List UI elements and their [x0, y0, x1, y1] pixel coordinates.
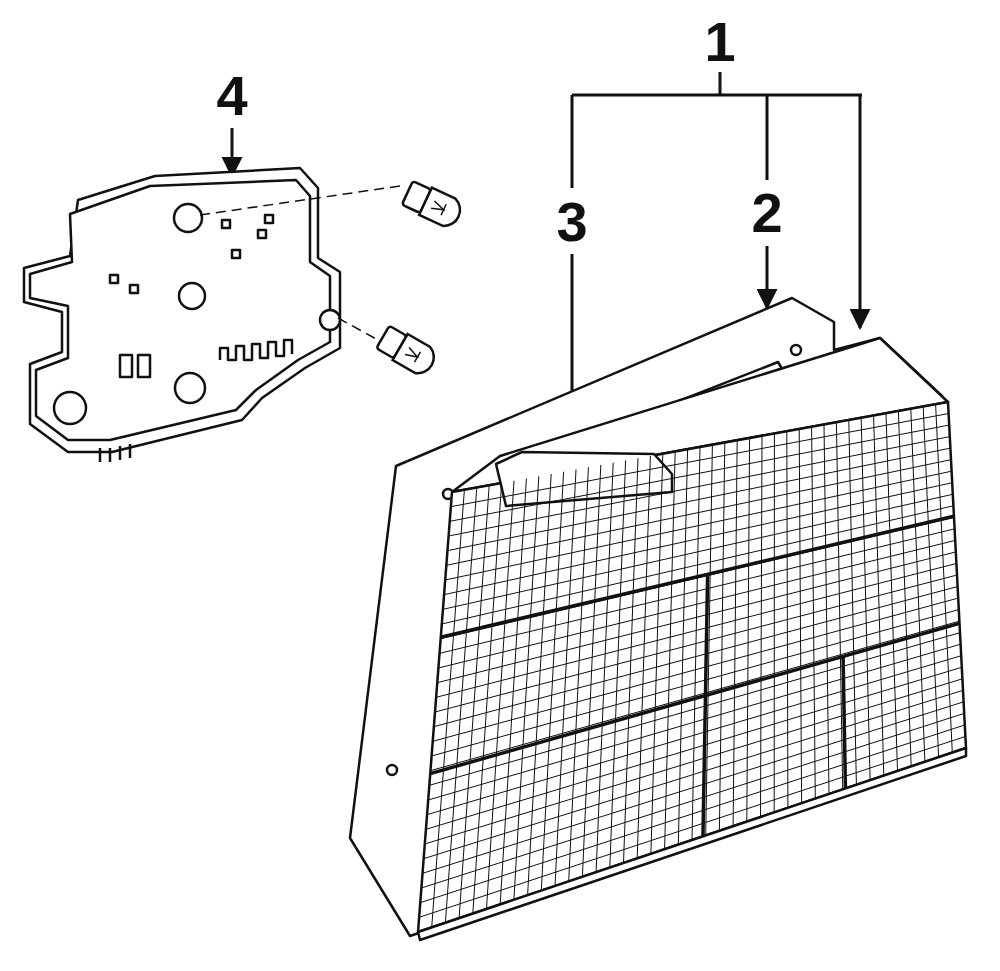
leader-arrow — [859, 95, 862, 328]
grid-line — [429, 633, 960, 786]
grid-line — [438, 540, 955, 668]
lens-bottom-lip — [418, 748, 966, 940]
terminal — [265, 215, 273, 223]
terminal — [120, 355, 132, 377]
bulb-socket — [179, 283, 205, 309]
grid-line — [450, 425, 949, 521]
grid-line — [449, 437, 950, 536]
callout-number: 1 — [704, 14, 735, 70]
grid-line — [441, 516, 954, 637]
lens-grid — [419, 404, 965, 927]
socket-plate-face — [30, 180, 330, 440]
grid-line — [423, 702, 964, 873]
bulb-filament — [404, 346, 420, 362]
grid-line — [434, 587, 958, 727]
terminal — [232, 250, 240, 258]
bulb-socket-plate — [24, 168, 340, 462]
dashed-leader — [338, 318, 378, 340]
gasket-hole — [387, 765, 397, 775]
bulbs — [200, 179, 465, 378]
grid-line — [421, 713, 964, 888]
terminal — [258, 230, 266, 238]
terminal — [222, 220, 230, 228]
grid-line — [425, 679, 963, 844]
grid-line — [843, 656, 845, 788]
grid-line — [427, 656, 961, 815]
bulb-socket — [175, 373, 205, 403]
grid-line — [436, 563, 956, 697]
grid-line — [437, 552, 956, 683]
terminal — [138, 355, 150, 377]
grid-line — [445, 471, 951, 580]
grid-line — [430, 623, 959, 773]
leader-arrow — [766, 246, 769, 308]
leader-arrow — [231, 128, 234, 176]
bracket-line — [572, 94, 862, 97]
bulb-socket — [320, 310, 340, 330]
socket-plate-back — [24, 168, 340, 452]
lens-raised-feature — [496, 452, 672, 506]
gasket-hole — [791, 345, 801, 355]
dashed-leader — [200, 186, 400, 215]
callout-number: 2 — [751, 185, 782, 241]
leader-line — [719, 72, 722, 95]
bulb-glass — [419, 188, 465, 231]
contact-strip — [220, 340, 292, 360]
lens-front-face — [418, 402, 966, 932]
grid-line — [442, 506, 954, 624]
bulb-socket — [174, 204, 202, 232]
grid-line — [428, 644, 960, 800]
leader-line — [571, 95, 574, 188]
bulb — [401, 179, 465, 230]
callout-number: 3 — [556, 194, 587, 250]
grid-line — [419, 736, 965, 917]
terminal — [110, 275, 118, 283]
mounting-hole — [54, 392, 86, 424]
grid-line — [451, 414, 949, 507]
leader-line — [766, 95, 769, 180]
callout-number: 4 — [216, 68, 247, 124]
grid-line — [440, 529, 955, 653]
terminal — [130, 285, 138, 293]
grid-line — [424, 690, 963, 858]
bulb-filament — [430, 199, 446, 215]
grid-line — [432, 610, 959, 756]
grid-line — [443, 494, 953, 609]
lamp-lens — [418, 338, 966, 940]
grid-line — [426, 667, 962, 829]
bulb — [375, 324, 439, 378]
bulb-glass — [393, 334, 440, 378]
grid-line — [703, 574, 708, 836]
grid-line — [446, 460, 951, 566]
contact-pins — [100, 444, 130, 462]
